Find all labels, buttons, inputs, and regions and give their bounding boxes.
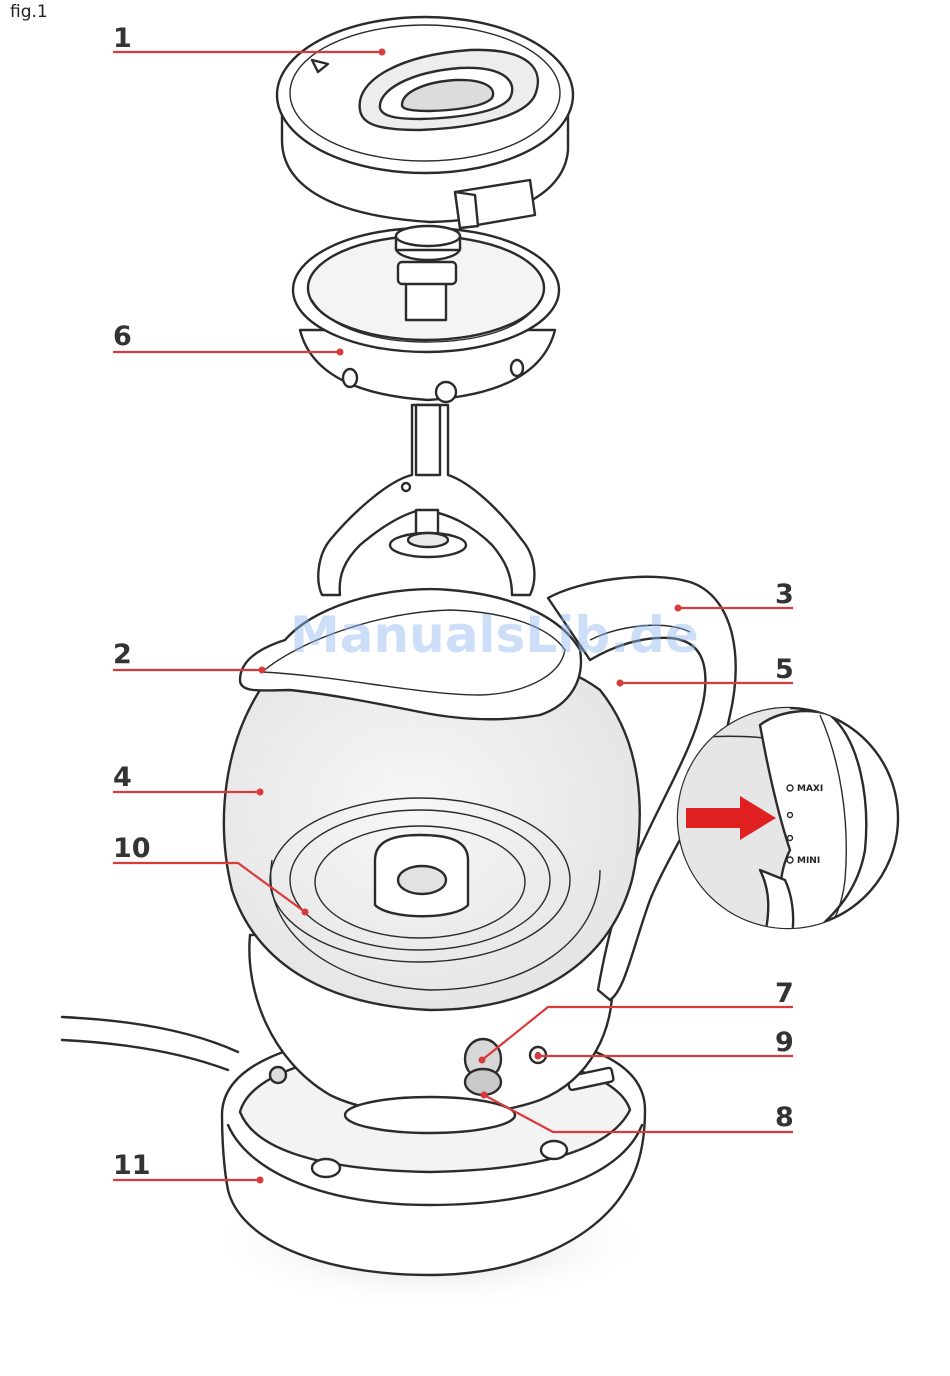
callout-label-1: 1	[113, 23, 132, 54]
callout-label-5: 5	[775, 654, 794, 685]
watermark: ManualsLib.de	[290, 606, 699, 664]
filter-holder-frame	[318, 405, 534, 595]
callout-label-8: 8	[775, 1102, 794, 1133]
callout-label-6: 6	[113, 321, 132, 352]
base-foot-left	[312, 1159, 340, 1177]
base-foot-right	[541, 1141, 567, 1159]
min-level-label: MINI	[797, 856, 820, 866]
callout-label-11: 11	[113, 1150, 151, 1181]
callout-label-4: 4	[113, 762, 132, 793]
kettle-lid	[277, 17, 573, 228]
callout-label-9: 9	[775, 1027, 794, 1058]
power-cord	[62, 1017, 238, 1070]
callout-label-3: 3	[775, 579, 794, 610]
switch-lower-part	[465, 1069, 501, 1095]
callout-label-7: 7	[775, 978, 794, 1009]
filter-basket	[293, 226, 559, 402]
max-level-label: MAXI	[797, 784, 823, 794]
callout-label-10: 10	[113, 833, 151, 864]
callout-label-2: 2	[113, 639, 132, 670]
